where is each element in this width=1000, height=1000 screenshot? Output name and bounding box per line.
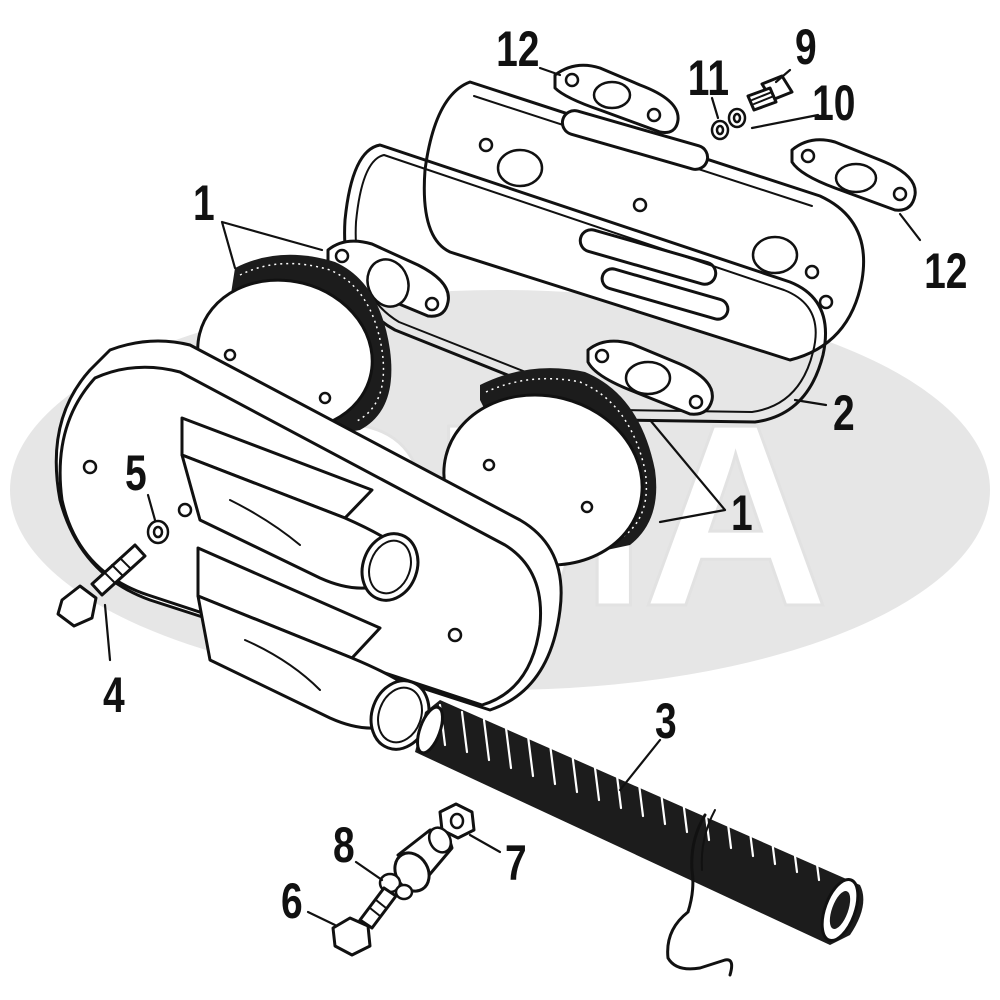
callout-12-left: 12 — [496, 20, 539, 77]
callout-3: 3 — [655, 692, 677, 749]
callout-12-right: 12 — [924, 242, 967, 299]
callout-1-top: 1 — [193, 174, 215, 231]
air-cleaner-housing — [54, 339, 563, 751]
washer-8 — [378, 872, 414, 901]
leader-lines — [103, 66, 922, 927]
callout-labels: 12 11 9 10 12 1 2 1 5 4 3 8 7 6 — [103, 18, 967, 929]
flexible-hose — [415, 700, 864, 945]
hose-clip — [666, 809, 734, 977]
bolt-9 — [746, 74, 794, 112]
washer-10 — [727, 107, 747, 129]
callout-1-right: 1 — [731, 484, 753, 541]
callout-10: 10 — [812, 74, 855, 131]
callout-6: 6 — [281, 872, 303, 929]
callout-5: 5 — [125, 444, 147, 501]
callout-2: 2 — [833, 384, 855, 441]
callout-7: 7 — [505, 834, 527, 891]
flange-gasket-right — [790, 138, 917, 212]
callout-4: 4 — [103, 666, 125, 723]
flange-gasket-mid — [326, 239, 450, 318]
flange-gasket-lower — [586, 339, 714, 416]
bolt-4 — [56, 543, 147, 628]
washer-11 — [710, 119, 730, 141]
callout-8: 8 — [333, 816, 355, 873]
back-plate — [422, 80, 866, 362]
callout-11: 11 — [688, 49, 729, 106]
spacer-tube — [393, 826, 454, 893]
bolt-6 — [331, 886, 398, 957]
washer-5 — [146, 519, 170, 545]
callout-9: 9 — [795, 18, 817, 75]
flange-gasket-top — [553, 63, 680, 134]
